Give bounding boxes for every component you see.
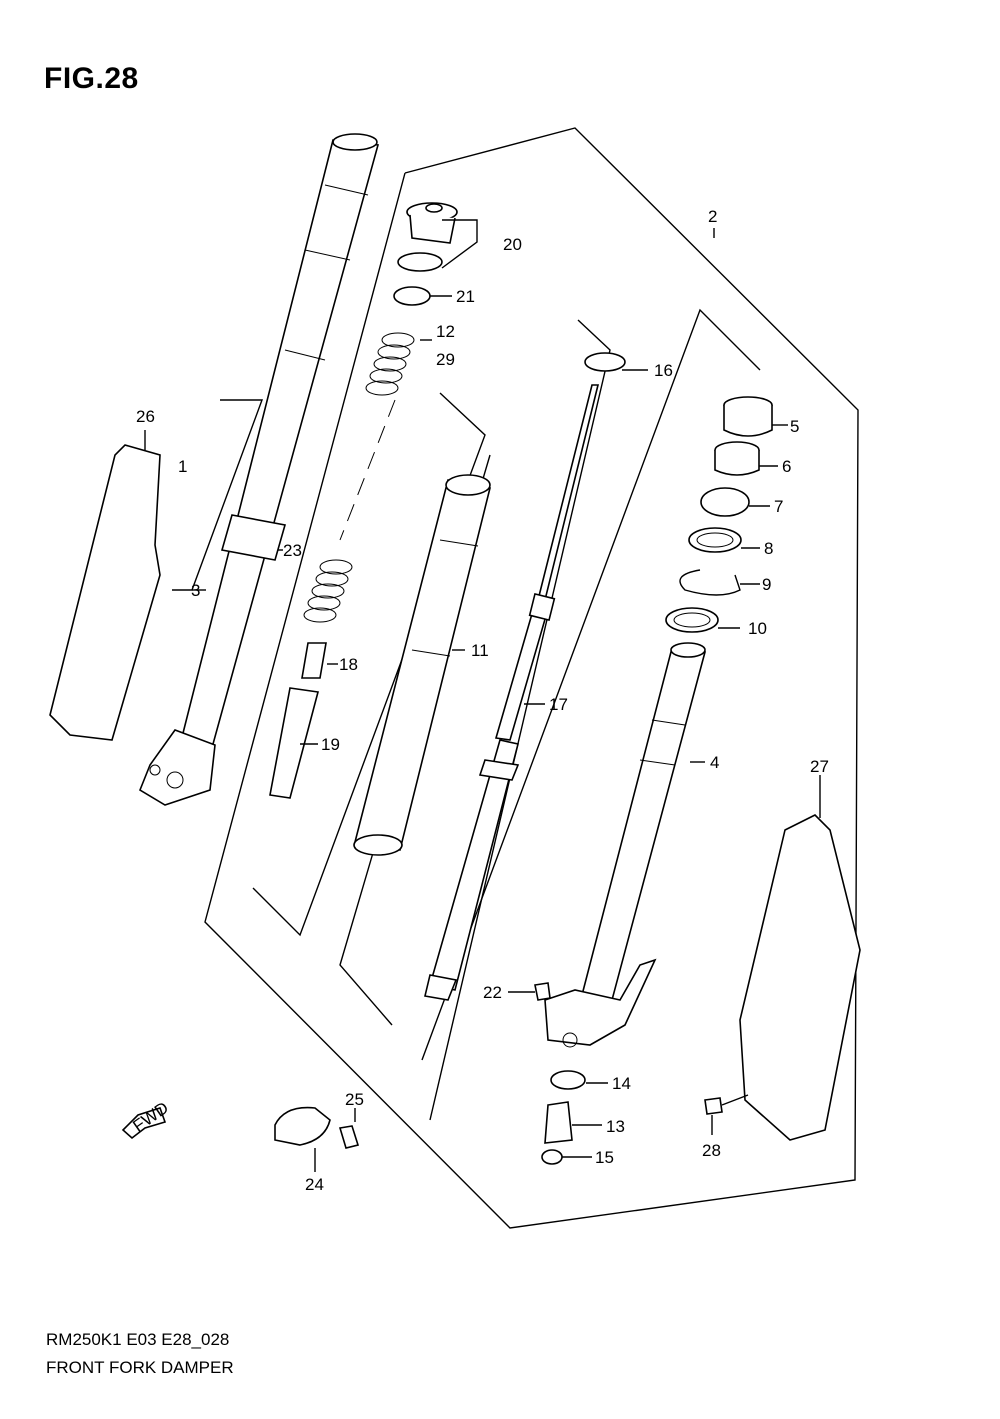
- spring-lower: [303, 559, 353, 623]
- callout-16: 16: [654, 361, 673, 380]
- callout-17: 17: [549, 695, 568, 714]
- spacer-18: [301, 642, 327, 679]
- callout-6: 6: [782, 457, 791, 476]
- figure-code: RM250K1 E03 E28_028: [46, 1330, 230, 1349]
- spring-12: [365, 332, 415, 396]
- callout-9: 9: [762, 575, 771, 594]
- inner-tube-group-outline: [421, 308, 761, 1061]
- washer-7: [700, 487, 750, 517]
- assembly-outline-2: [204, 127, 859, 1229]
- callout-14: 14: [612, 1074, 631, 1093]
- cap-15: [541, 1149, 563, 1165]
- figure-caption: FRONT FORK DAMPER: [46, 1358, 234, 1377]
- bolt-25: [338, 1125, 360, 1149]
- damper-cylinder-11: [353, 474, 491, 856]
- callout-12: 12: [436, 322, 455, 341]
- damper-rod-17: [424, 384, 600, 1001]
- callout-5: 5: [790, 417, 799, 436]
- fork-guard-left: [49, 444, 161, 741]
- rod-group-outline: [429, 319, 611, 1121]
- fwd-arrow-icon: FWD: [121, 1098, 172, 1140]
- bushing-5: [723, 396, 773, 437]
- dust-seal-10: [665, 607, 719, 633]
- spring-dash-axis: [339, 399, 396, 541]
- callout-25: 25: [345, 1090, 364, 1109]
- callout-21: 21: [456, 287, 475, 306]
- spring-group-outline: [252, 392, 486, 937]
- callout-19: 19: [321, 735, 340, 754]
- callout-10: 10: [748, 619, 767, 638]
- bolt-22: [534, 982, 551, 1001]
- callout-13: 13: [606, 1117, 625, 1136]
- callout-18: 18: [339, 655, 358, 674]
- callout-8: 8: [764, 539, 773, 558]
- callout-20: 20: [503, 235, 522, 254]
- bushing-6: [714, 441, 760, 476]
- figure-title: FIG.28: [44, 62, 139, 95]
- base-valve-13: [544, 1101, 573, 1144]
- inner-fork-tube-4: [544, 642, 707, 1048]
- o-ring-20: [397, 252, 443, 272]
- callout-24: 24: [305, 1175, 324, 1194]
- clamp-24: [274, 1106, 331, 1146]
- callout-22: 22: [483, 983, 502, 1002]
- washer-21: [393, 286, 431, 306]
- bolt-28: [704, 1097, 723, 1115]
- callout-4: 4: [710, 753, 719, 772]
- callout-15: 15: [595, 1148, 614, 1167]
- callout-1: 1: [178, 457, 187, 476]
- leader-lines: [144, 219, 821, 1172]
- callout-28: 28: [702, 1141, 721, 1160]
- ring-16: [584, 352, 626, 372]
- callout-3: 3: [191, 581, 200, 600]
- callout-labels: 2 20 21 12 29 16 26 1 23 3 5 6 7 8 9 10 …: [136, 207, 829, 1194]
- callout-26: 26: [136, 407, 155, 426]
- o-ring-14: [550, 1070, 586, 1090]
- callout-23: 23: [283, 541, 302, 560]
- cap-bolt: [406, 202, 458, 244]
- stopper-ring-9: [679, 569, 741, 596]
- callout-11: 11: [471, 641, 489, 660]
- callout-27: 27: [810, 757, 829, 776]
- fwd-label: FWD: [129, 1098, 172, 1136]
- callout-7: 7: [774, 497, 783, 516]
- oil-seal-8: [688, 527, 742, 553]
- fork-guard-right-27: [739, 814, 861, 1141]
- spring-guide-19: [269, 687, 320, 799]
- callout-29: 29: [436, 350, 455, 369]
- outer-fork-tube: [139, 133, 380, 806]
- callout-2: 2: [708, 207, 717, 226]
